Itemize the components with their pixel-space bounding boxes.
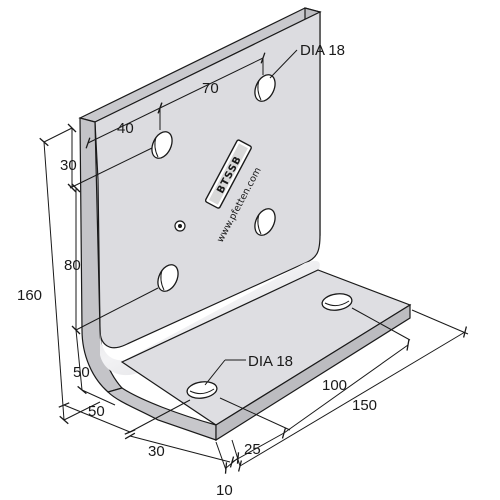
dim-label-bottom-hole-to-corner: 50 bbox=[73, 364, 90, 381]
dim-label-hole-spacing-top: 70 bbox=[202, 80, 219, 97]
dim-label-base-length: 150 bbox=[352, 397, 377, 414]
dim-label-total-height: 160 bbox=[17, 287, 42, 304]
dim-label-edge-to-hole-top: 40 bbox=[117, 120, 134, 137]
dim-label-hole-pitch-vertical: 80 bbox=[64, 257, 81, 274]
bracket-body bbox=[78, 7, 412, 442]
dim-label-top-to-first-hole: 30 bbox=[60, 157, 77, 174]
dim-label-dia-top: DIA 18 bbox=[300, 42, 345, 59]
hole-base-left bbox=[186, 381, 218, 399]
dim-label-base-hole-offset: 100 bbox=[322, 377, 347, 394]
dim-label-thickness: 10 bbox=[216, 482, 233, 499]
dimension-lines bbox=[39, 49, 469, 474]
registered-icon bbox=[174, 220, 186, 232]
hole-mid-left bbox=[157, 264, 179, 292]
hole-mid-right bbox=[254, 208, 276, 236]
dimension-labels: DIA 18 70 40 30 80 160 50 50 30 DIA 18 1… bbox=[17, 42, 377, 499]
dim-label-base-edge-to-hole: 30 bbox=[148, 443, 165, 460]
dim-label-inner-corner-to-hole: 50 bbox=[88, 403, 105, 420]
dim-label-dia-base: DIA 18 bbox=[248, 353, 293, 370]
hole-base-right bbox=[321, 293, 353, 311]
dim-label-base-end-to-hole: 25 bbox=[244, 441, 261, 458]
